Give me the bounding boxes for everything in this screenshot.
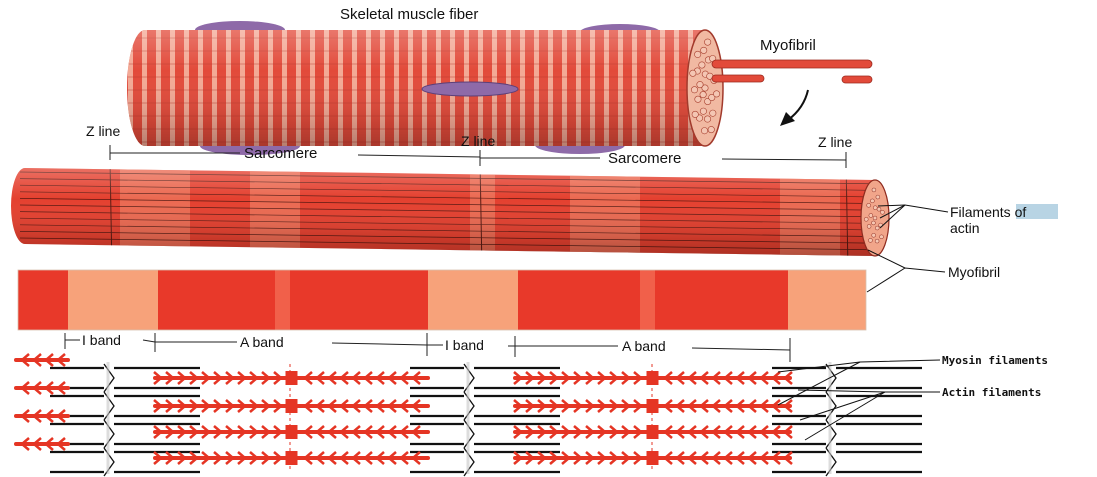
myofibril-cross-section (695, 96, 701, 102)
myofibril-cross-section (708, 126, 714, 132)
myofibril-rod-1 (712, 60, 872, 68)
myofibril-shading (11, 168, 889, 256)
i-band-segment (68, 270, 158, 330)
myofibril-cross-section (690, 70, 696, 76)
filament-cross-section (875, 239, 879, 243)
m-line (286, 371, 298, 385)
z-line-left-label: Z line (86, 123, 120, 139)
myofibril-cross-section (704, 116, 710, 122)
a-band-label-1: A band (240, 334, 284, 350)
filament-leader-lines (778, 360, 940, 440)
z-line-right-label: Z line (818, 134, 852, 150)
filament-cross-section (869, 213, 873, 217)
nucleus-center (422, 82, 518, 96)
z-line-mid-label: Z line (461, 133, 495, 149)
band-dimension-lines (65, 333, 790, 362)
myofibril-cross-section (713, 91, 719, 97)
myofibril-cross-section (699, 62, 705, 68)
i-band-label-2: I band (445, 337, 484, 353)
myofibril-cross-section (701, 128, 707, 134)
h-zone (275, 270, 290, 330)
myofibril-cross-section (700, 91, 706, 97)
filament-cross-section (876, 195, 880, 199)
myosin-filaments-label: Myosin filaments (942, 354, 1048, 367)
myofibril-band-strip (18, 270, 866, 330)
a-band-segment (18, 270, 68, 330)
myofibril-cross-section (704, 39, 710, 45)
fiber-title: Skeletal muscle fiber (340, 6, 478, 23)
myofibril-cross-section (701, 47, 707, 53)
myofibril-cylinder (11, 160, 890, 270)
actin-filaments-label: Actin filaments (942, 386, 1041, 399)
i-band-segment (788, 270, 866, 330)
i-band-segment (428, 270, 518, 330)
filament-cross-section (864, 217, 868, 221)
m-line (286, 425, 298, 439)
arrow-head-icon (780, 112, 795, 126)
filament-cross-section (873, 206, 877, 210)
myofibril-leader-lines (867, 250, 945, 292)
filament-cross-section (875, 226, 879, 230)
filament-cross-section (867, 203, 871, 207)
myofibril-cross-section (710, 110, 716, 116)
sarcomere-label-2: Sarcomere (608, 150, 681, 167)
myofibril-rod-2 (712, 75, 764, 82)
filament-cross-section (872, 188, 876, 192)
filaments-label-line1: Filaments of (950, 204, 1026, 220)
myofibril-cross-section (694, 51, 700, 57)
filament-arrangement (16, 354, 922, 476)
a-band-segment (158, 270, 428, 330)
filament-cross-section (880, 210, 884, 214)
myofibril-cross-section (700, 108, 706, 114)
sarcomere-label-1: Sarcomere (244, 145, 317, 162)
h-zone (640, 270, 655, 330)
filament-cross-section (877, 207, 881, 211)
myofibril-cross-section (692, 111, 698, 117)
myofibril-rod-3 (842, 76, 872, 83)
filament-cross-section (873, 216, 877, 220)
filament-cross-section (868, 238, 872, 242)
curved-arrow-icon (788, 90, 808, 120)
filament-cross-section (870, 199, 874, 203)
myofibril-top-label: Myofibril (760, 37, 816, 54)
filament-cross-section (872, 233, 876, 237)
m-line (286, 399, 298, 413)
filament-cross-section (871, 221, 875, 225)
a-band-label-2: A band (622, 338, 666, 354)
filaments-label-line2: actin (950, 220, 980, 236)
myofibril-cross-section (691, 87, 697, 93)
m-line (286, 451, 298, 465)
myofibril-cross-section (697, 81, 703, 87)
i-band-label-1: I band (82, 332, 121, 348)
filament-cross-section (880, 235, 884, 239)
myofibril-mid-label: Myofibril (948, 264, 1000, 280)
filament-cross-section (867, 224, 871, 228)
